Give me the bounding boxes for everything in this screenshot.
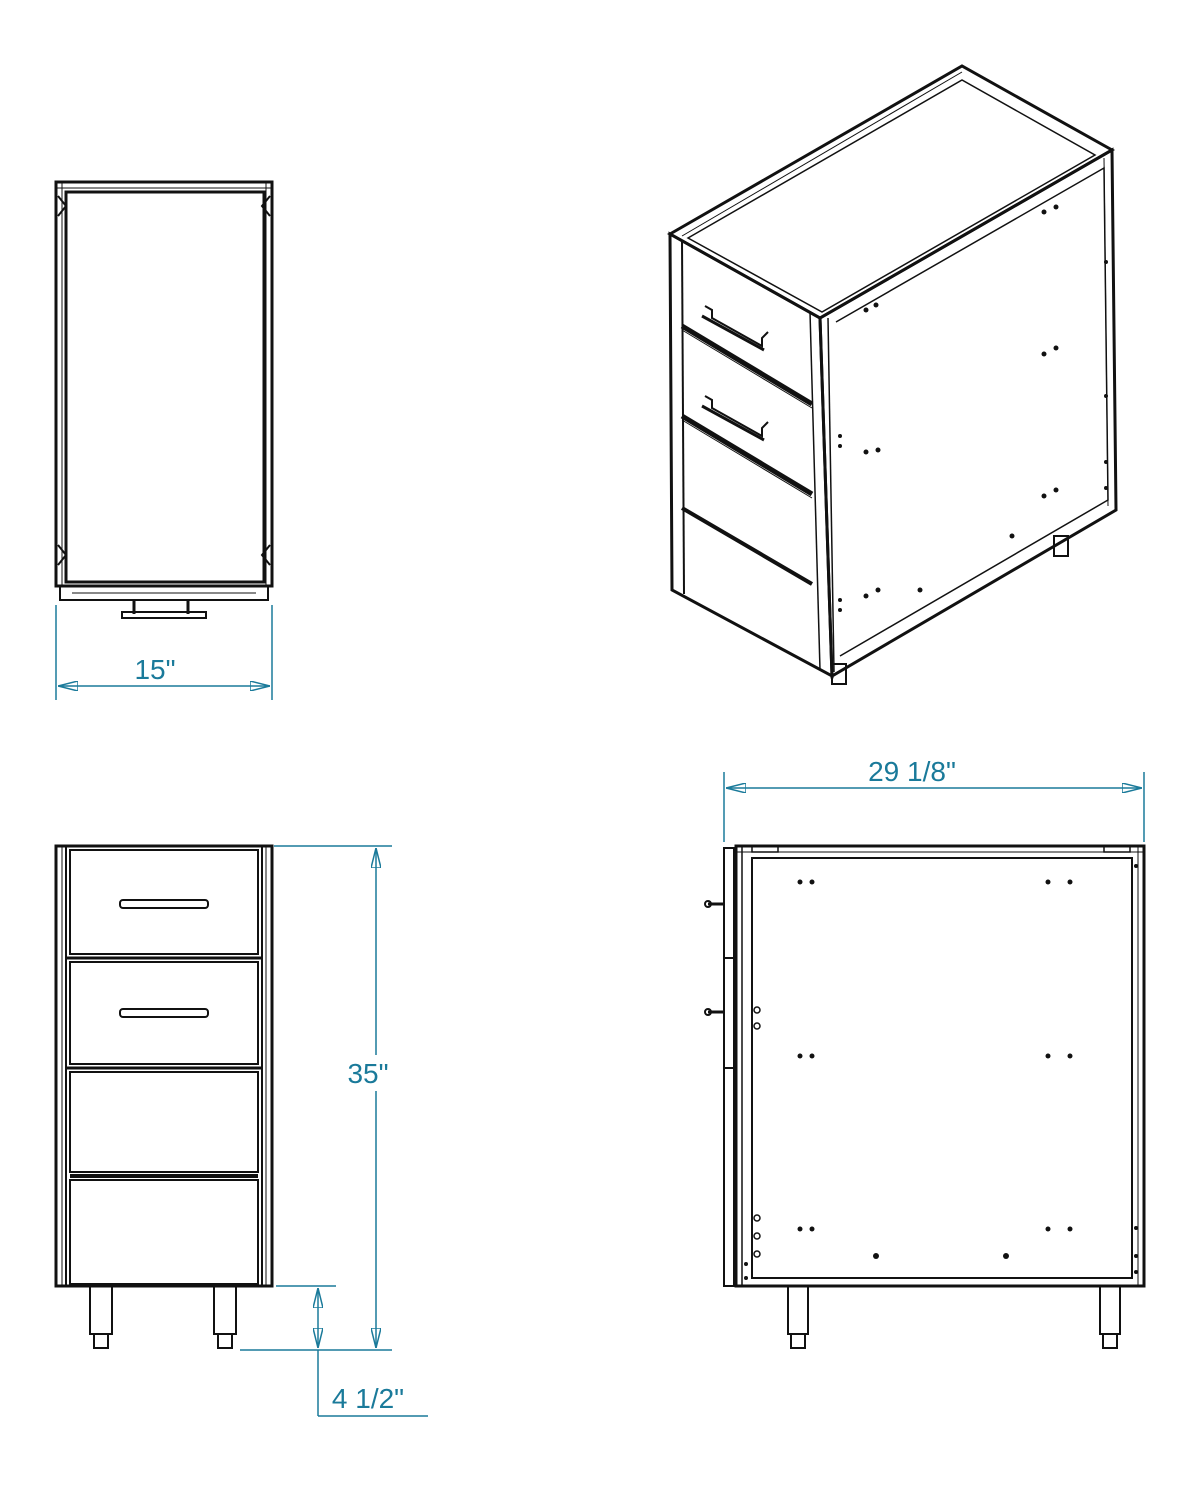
height-dimension: 35" xyxy=(240,845,404,1351)
leg-height-label: 4 1/2" xyxy=(332,1383,404,1414)
depth-label: 29 1/8" xyxy=(868,756,956,787)
width-dimension: 15" xyxy=(55,605,273,700)
width-label: 15" xyxy=(134,654,175,685)
isometric-view xyxy=(666,64,1118,685)
depth-dimension: 29 1/8" xyxy=(723,756,1145,842)
front-view xyxy=(54,844,274,1349)
side-view xyxy=(704,844,1146,1349)
height-label: 35" xyxy=(347,1058,388,1089)
top-view xyxy=(54,180,274,619)
leg-height-dimension: 4 1/2" xyxy=(276,1285,428,1417)
